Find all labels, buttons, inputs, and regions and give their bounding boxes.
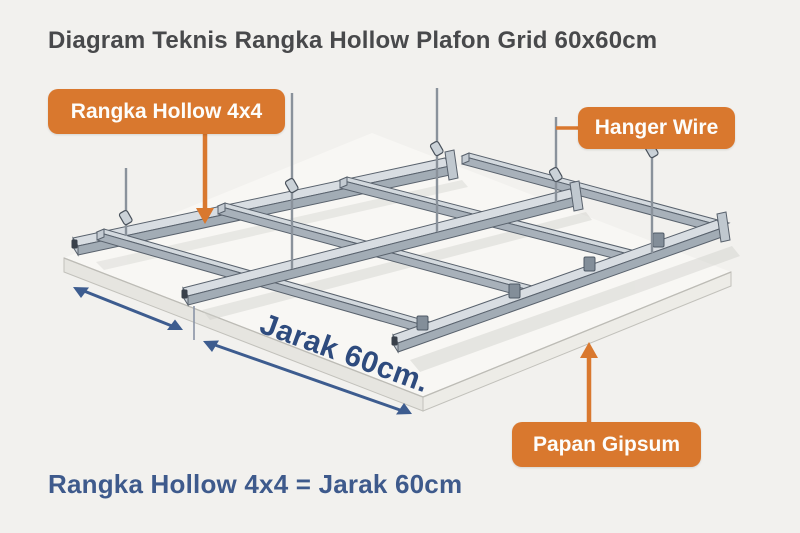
dimension-arrow-long <box>203 340 412 415</box>
label-papan-gipsum: Papan Gipsum <box>512 422 701 467</box>
formula-caption: Rangka Hollow 4x4 = Jarak 60cm <box>48 469 463 499</box>
connector-clips <box>416 232 665 331</box>
main-runner-front <box>391 211 731 354</box>
label-rangka-hollow-text: Rangka Hollow 4x4 <box>70 99 263 123</box>
papan-pointer-arrow <box>580 342 598 422</box>
label-hanger-wire: Hanger Wire <box>578 107 735 149</box>
gypsum-board <box>63 133 732 412</box>
rangka-pointer-arrow <box>196 134 214 224</box>
label-hanger-wire-text: Hanger Wire <box>594 116 719 139</box>
dimension-arrow-short <box>73 287 183 330</box>
annotation-pointers <box>196 126 598 422</box>
label-papan-gipsum-text: Papan Gipsum <box>532 432 681 456</box>
main-runner-middle <box>181 180 584 307</box>
hanger-wires <box>118 88 659 269</box>
label-rangka-hollow: Rangka Hollow 4x4 <box>48 89 285 134</box>
page-title: Diagram Teknis Rangka Hollow Plafon Grid… <box>48 27 658 54</box>
